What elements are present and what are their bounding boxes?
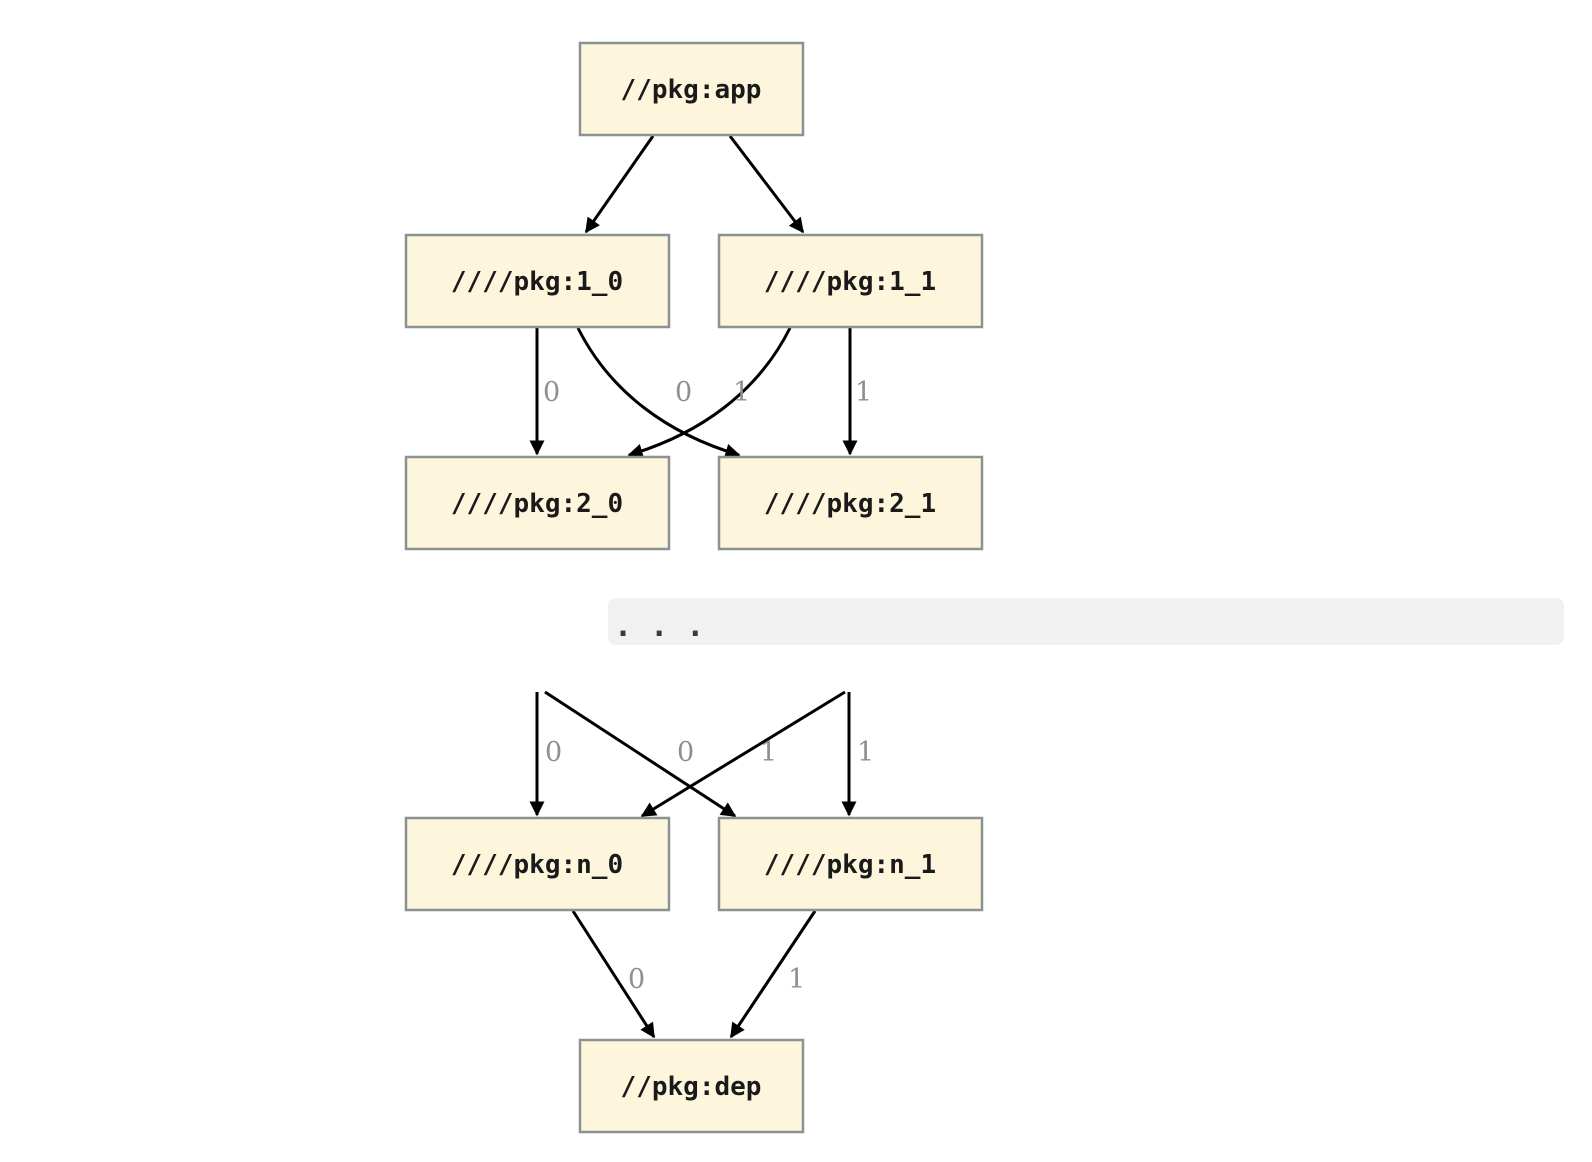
node-2_1-label: ////pkg:2_1 — [764, 489, 936, 519]
edge-label-n_0-left: 0 — [545, 737, 562, 768]
node-n_1-box — [717, 816, 984, 912]
node-2_0-label: ////pkg:2_0 — [451, 489, 623, 519]
edge-ellipsis-to-n_0-right — [640, 690, 846, 818]
node-n_0: ////pkg:n_0 — [404, 816, 671, 912]
node-2_0-box — [404, 455, 671, 551]
node-1_0-label: ////pkg:1_0 — [451, 267, 623, 297]
edge-label-1_0-2_1: 1 — [733, 377, 750, 408]
node-n_0-label: ////pkg:n_0 — [451, 850, 623, 880]
ellipsis-bar — [608, 598, 1564, 645]
node-n_1: ////pkg:n_1 — [717, 816, 984, 912]
node-1_1: ////pkg:1_1 — [717, 233, 984, 329]
edge-label-1_0-2_0: 0 — [543, 377, 560, 408]
ellipsis-text: . . . — [614, 609, 704, 644]
edge-1_1-to-2_0 — [627, 327, 792, 459]
node-2_1: ////pkg:2_1 — [717, 455, 984, 551]
node-2_1-box — [717, 455, 984, 551]
node-app: //pkg:app — [578, 41, 805, 137]
node-dep-box — [578, 1038, 805, 1134]
edge-n_1-to-dep — [729, 910, 817, 1039]
node-app-label: //pkg:app — [621, 75, 762, 105]
edge-label-n_0-dep: 0 — [628, 964, 645, 995]
edge-app-to-1_0 — [584, 135, 655, 234]
node-1_1-label: ////pkg:1_1 — [764, 267, 936, 297]
edge-label-n_1-left: 1 — [760, 737, 777, 768]
edge-n_0-to-dep — [571, 910, 656, 1039]
edge-label-n_1-right: 1 — [857, 737, 874, 768]
node-1_0-box — [404, 233, 671, 329]
node-dep-label: //pkg:dep — [621, 1072, 762, 1102]
node-n_0-box — [404, 816, 671, 912]
edge-ellipsis-to-n_1-left — [544, 690, 737, 818]
node-app-box — [578, 41, 805, 137]
edge-label-n_1-dep: 1 — [788, 964, 805, 995]
node-dep: //pkg:dep — [578, 1038, 805, 1134]
node-n_1-label: ////pkg:n_1 — [764, 850, 936, 880]
edge-label-1_1-2_0: 0 — [675, 377, 692, 408]
edge-app-to-1_1 — [728, 135, 805, 234]
edge-label-1_1-2_1: 1 — [855, 377, 872, 408]
node-1_1-box — [717, 233, 984, 329]
node-1_0: ////pkg:1_0 — [404, 233, 671, 329]
edge-label-n_0-right: 0 — [677, 737, 694, 768]
node-2_0: ////pkg:2_0 — [404, 455, 671, 551]
edge-1_0-to-2_1 — [576, 327, 741, 459]
